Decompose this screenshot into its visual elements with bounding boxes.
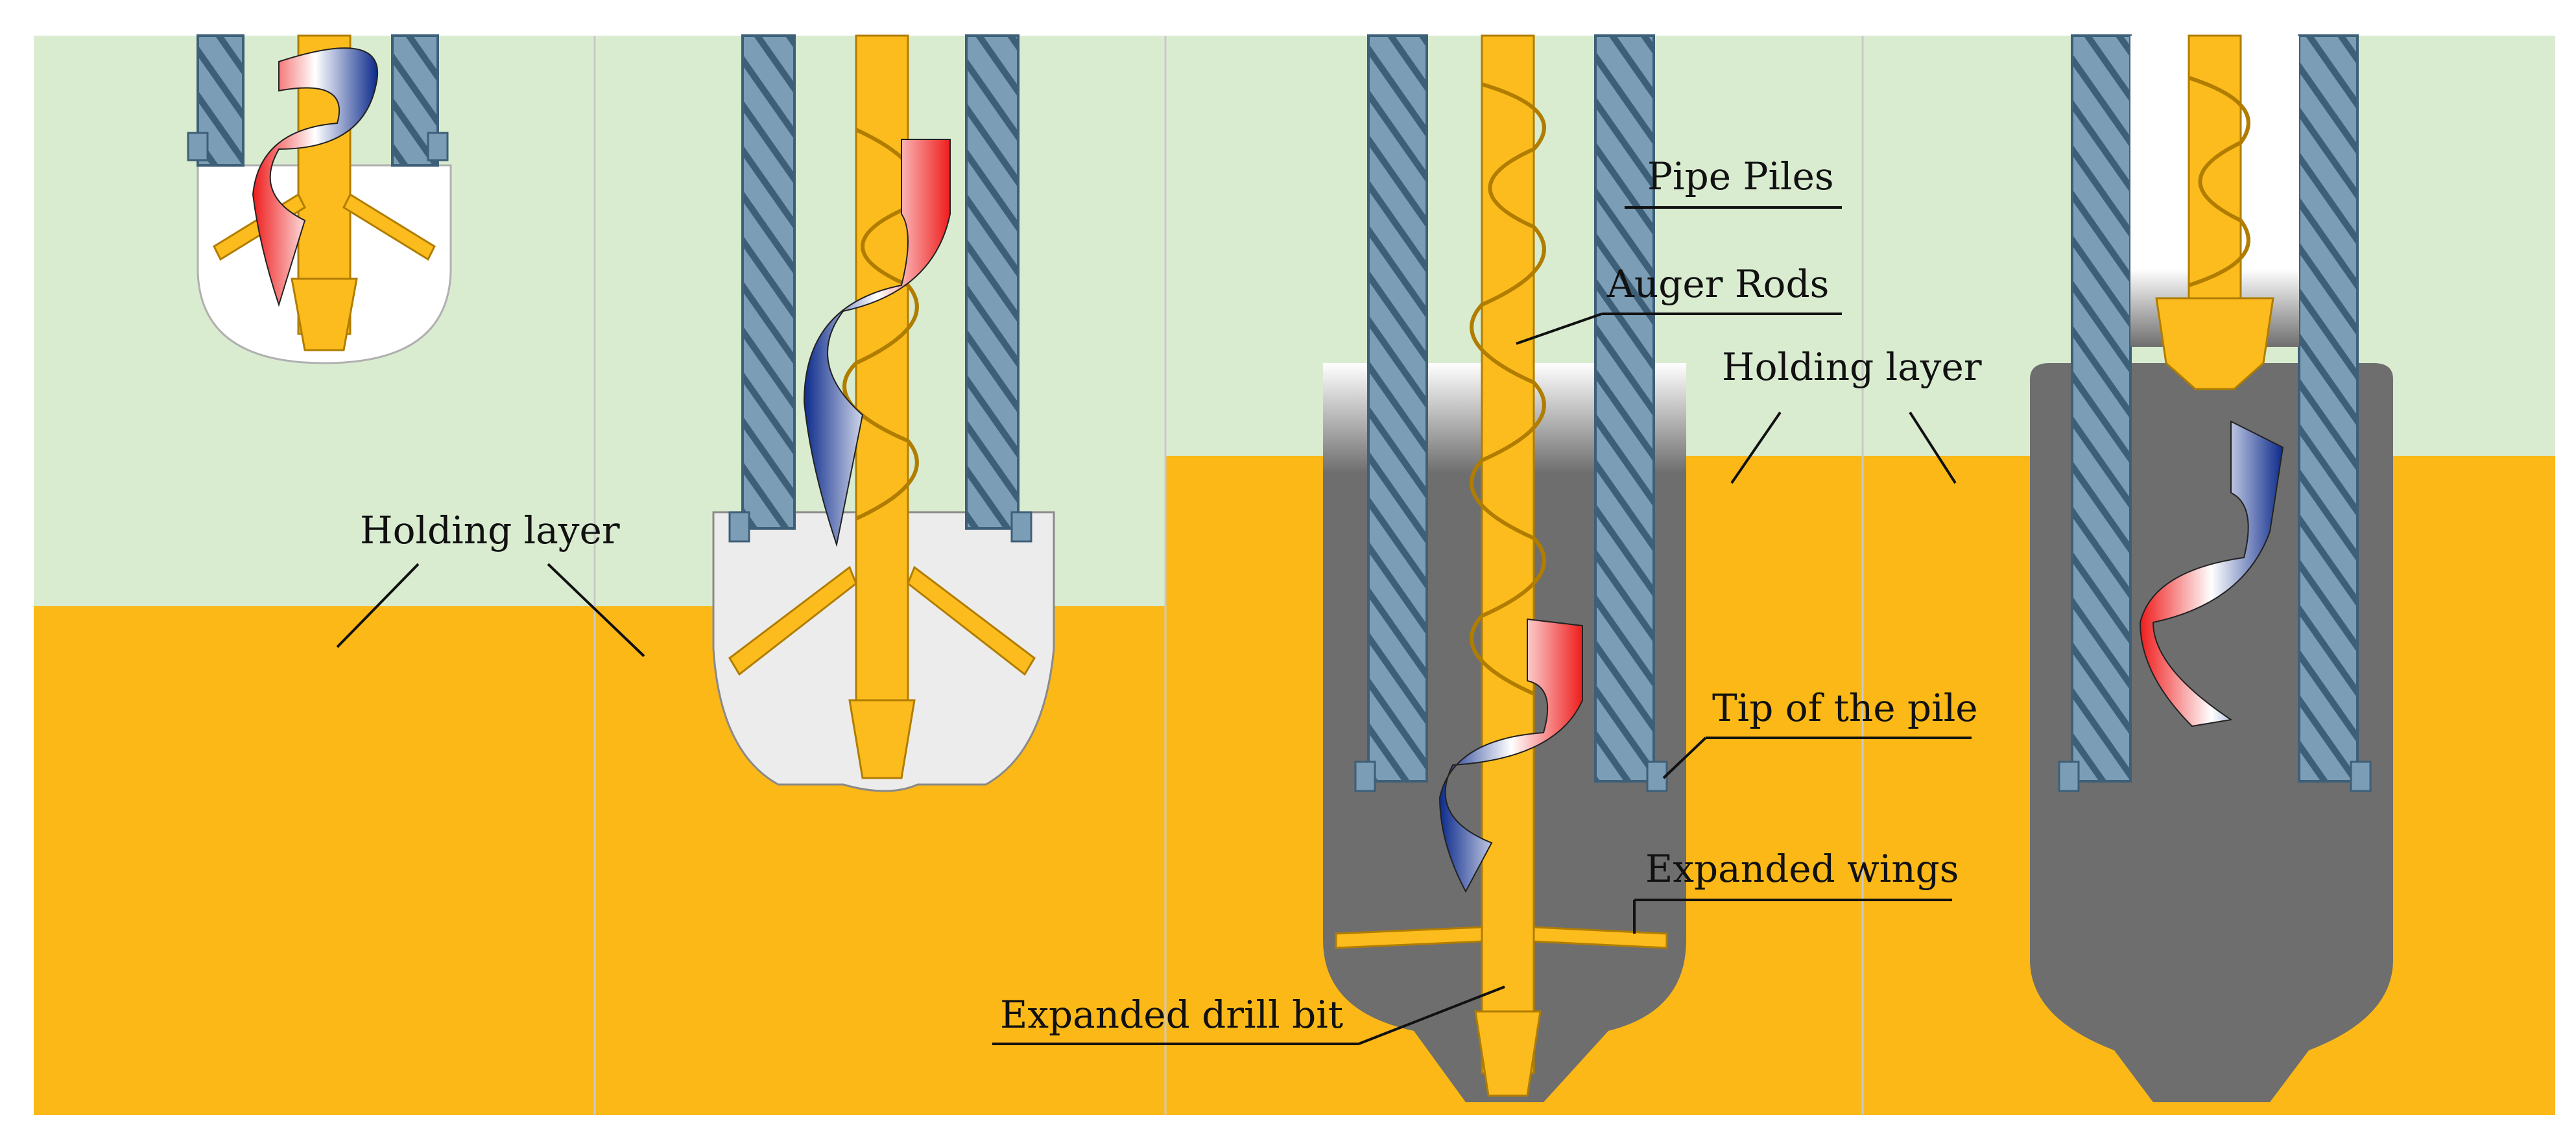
leader-auger-rods (1516, 313, 1603, 345)
leader-holding-layer-right-2 (1909, 411, 1957, 484)
pipe-pile-4-left (2071, 34, 2132, 783)
drill-bit-4 (2155, 297, 2274, 390)
drill-bit-1 (291, 277, 358, 351)
pipe-pile-3-right (1594, 34, 1655, 783)
pipe-cap-4-left (2058, 761, 2080, 792)
leader-holding-layer-right-1 (1730, 411, 1782, 484)
panel-4-grouted (2030, 34, 2393, 1102)
pipe-cap-1-left (187, 132, 209, 161)
wing-2-right (907, 565, 1036, 676)
holding-layer-panel-1 (34, 606, 595, 1115)
label-holding-layer-right: Holding layer (1722, 345, 1982, 389)
pipe-pile-3-left (1367, 34, 1428, 783)
label-expanded-wings: Expanded wings (1645, 847, 1959, 891)
spiral-1 (252, 47, 379, 307)
label-pipe-piles: Pipe Piles (1647, 154, 1834, 198)
drill-bit-2 (848, 699, 916, 779)
spiral-3 (1438, 618, 1583, 893)
wing-1-right (342, 193, 436, 261)
pipe-cap-1-right (427, 132, 449, 161)
label-holding-layer-left: Holding layer (360, 508, 620, 552)
leader-tip-of-pile (1662, 737, 1707, 779)
pipe-pile-2-left (741, 34, 796, 530)
expanded-wing-3-left (1335, 926, 1483, 949)
pipe-cap-2-right (1010, 511, 1032, 543)
panel-2-enlarging (712, 34, 1055, 792)
spiral-4 (2139, 420, 2284, 727)
panel-1-drilling (187, 34, 452, 364)
auger-flight-3 (1470, 82, 1546, 696)
panel-3-expanded (1323, 34, 1686, 1102)
labels: Holding layer Pipe Piles Auger Rods Hold… (336, 154, 1982, 1045)
leader-holding-layer-left-2 (547, 563, 645, 657)
leader-holding-layer-left-1 (336, 563, 420, 648)
label-auger-rods: Auger Rods (1606, 262, 1829, 306)
auger-flight-4 (2188, 76, 2250, 287)
auger-rod-3 (1481, 34, 1535, 1074)
pipe-cap-2-left (728, 511, 750, 543)
drill-bit-3 (1474, 1010, 1542, 1097)
pipe-cap-4-right (2350, 761, 2372, 792)
pipe-pile-2-right (965, 34, 1020, 530)
pipe-cap-3-left (1354, 761, 1376, 792)
label-expanded-drill-bit: Expanded drill bit (1000, 993, 1343, 1037)
leader-expanded-drill-bit (1358, 986, 1505, 1045)
auger-rod-2 (855, 34, 909, 737)
pipe-pile-4-right (2298, 34, 2359, 783)
label-tip-of-pile: Tip of the pile (1712, 686, 1978, 730)
spiral-2 (803, 139, 951, 547)
wing-2-left (728, 565, 857, 676)
